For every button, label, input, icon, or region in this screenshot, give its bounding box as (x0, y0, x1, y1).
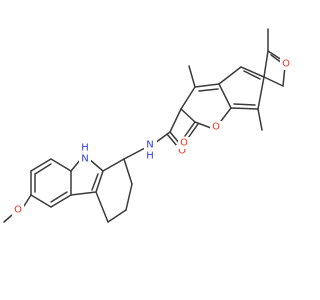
bond (30, 194, 52, 208)
oxygen-label: O (180, 138, 188, 149)
oxygen-label: O (282, 59, 290, 70)
bond (123, 158, 133, 185)
bond (166, 133, 178, 147)
bond (30, 158, 52, 172)
bond (95, 191, 109, 223)
bond (180, 108, 196, 123)
bond (3, 214, 13, 223)
bond (233, 103, 256, 106)
bond (194, 121, 212, 129)
furan-oxygen: O (280, 58, 292, 70)
bond (220, 107, 232, 122)
bond-lines (3, 28, 286, 223)
bond (50, 158, 72, 172)
bond (169, 108, 182, 133)
bond (34, 163, 52, 175)
bond (188, 65, 196, 88)
bond (267, 50, 283, 61)
amide-nh: N H (144, 140, 157, 162)
bond (50, 194, 72, 208)
bond (70, 191, 97, 196)
bond (184, 121, 196, 137)
bond (230, 107, 259, 110)
hydrogen-label: H (146, 151, 154, 162)
bond (263, 50, 269, 78)
bond (91, 173, 99, 191)
bond (123, 147, 146, 160)
bond (263, 76, 284, 87)
carbazole-nh: H N (79, 143, 91, 165)
bond (240, 66, 265, 78)
bond (88, 158, 104, 172)
bond (125, 183, 133, 211)
bond (187, 123, 199, 139)
lactone-carbonyl-oxygen: O (178, 137, 190, 149)
methoxy-oxygen: O (12, 204, 24, 216)
bond (102, 158, 125, 172)
oxygen-label: O (178, 146, 186, 157)
bond (107, 209, 127, 223)
bond (95, 170, 104, 193)
molecule-structure: H N N H O O O O (3, 28, 292, 223)
oxygen-label: O (14, 205, 22, 216)
bond (154, 131, 171, 144)
hydrogen-label: H (81, 143, 89, 154)
bond (257, 76, 265, 110)
bond (50, 191, 68, 203)
nitrogen-label: N (146, 140, 153, 151)
bond (180, 86, 196, 110)
bond (243, 70, 261, 80)
bond (23, 194, 32, 207)
bond (257, 108, 263, 131)
nitrogen-label: N (81, 154, 88, 165)
oxygen-label: O (212, 122, 220, 133)
bond (198, 88, 219, 92)
bond (218, 66, 242, 85)
atom-labels: H N N H O O O O (12, 58, 292, 216)
lactone-ring-oxygen: O (210, 121, 222, 133)
bond (194, 83, 220, 88)
bond (218, 83, 232, 109)
